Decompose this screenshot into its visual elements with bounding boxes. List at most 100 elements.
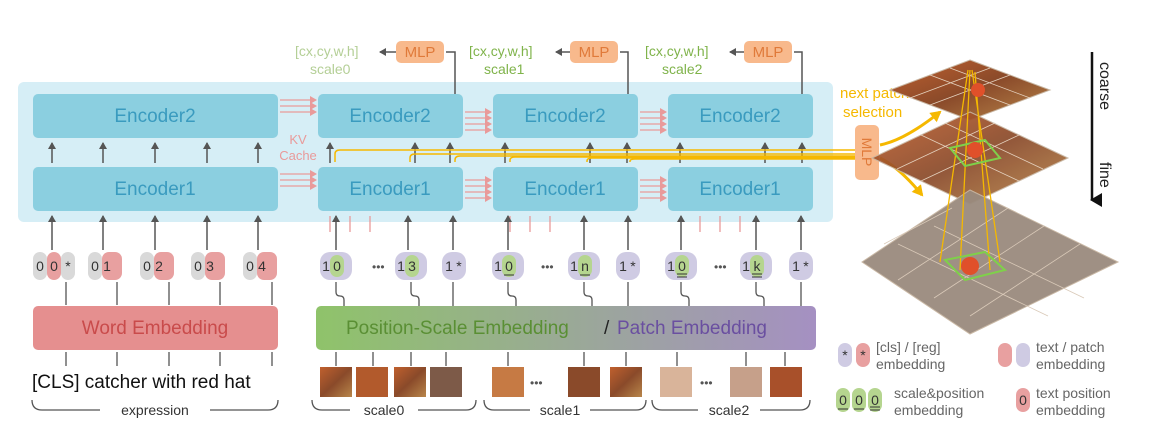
svg-text:1: 1: [619, 258, 627, 274]
next-patch-label-2: selection: [843, 104, 902, 121]
encoder1-box: [493, 167, 638, 211]
svg-text:1: 1: [397, 258, 405, 274]
svg-text:1: 1: [792, 258, 800, 274]
svg-text:0: 0: [839, 392, 847, 408]
encoder-stack-scale2: Encoder2 Encoder1: [668, 94, 813, 211]
svg-text:*: *: [803, 258, 809, 274]
mlp-label: MLP: [405, 44, 436, 61]
legend-text-patch-label-2: embedding: [1036, 356, 1105, 372]
encoder2-label: Encoder2: [114, 106, 195, 127]
svg-text:0: 0: [91, 258, 99, 274]
svg-text:*: *: [842, 347, 848, 363]
mlp-box: [744, 41, 792, 63]
ellipsis: •••: [530, 376, 543, 390]
legend-scale-position: 0 0 0 scale&position embedding: [836, 385, 984, 418]
encoder2-box: [668, 94, 813, 138]
legend: * * [cls] / [reg] embedding text / patch…: [836, 339, 1111, 418]
patch-token: 1 3: [395, 252, 427, 280]
svg-text:*: *: [65, 258, 71, 274]
coarse-label: coarse: [1096, 62, 1113, 110]
encoder1-box: [33, 167, 278, 211]
encoder1-label: Encoder1: [114, 179, 195, 200]
mlp-box: [570, 41, 618, 63]
patch-token: 1 *: [616, 252, 640, 280]
legend-text-patch: text / patch embedding: [998, 339, 1105, 372]
encoder1-label: Encoder1: [349, 179, 430, 200]
svg-text:k: k: [754, 258, 762, 274]
pos-scale-embedding-label: Position-Scale Embedding: [346, 318, 569, 339]
legend-cls-reg-label-2: embedding: [876, 356, 945, 372]
encoder-connect-arrows: [48, 142, 806, 163]
head-scale0: [cx,cy,w,h] scale0 MLP: [295, 41, 456, 94]
svg-text:*: *: [860, 347, 866, 363]
text-token: 0 2: [140, 252, 174, 280]
svg-text:0: 0: [246, 258, 254, 274]
svg-text:3: 3: [408, 258, 416, 274]
svg-text:1: 1: [742, 258, 750, 274]
word-embedding-box: [33, 306, 278, 350]
patch-token: 1 *: [789, 252, 813, 280]
legend-text-patch-label: text / patch: [1036, 339, 1104, 355]
cache-label: Cache: [279, 148, 317, 163]
svg-text:2: 2: [155, 258, 163, 274]
text-tokens: 0 0 * 0 1 0 2 0 3 0 4: [33, 252, 277, 280]
text-token: 0 0 *: [33, 252, 75, 280]
legend-scale-position-label-2: embedding: [894, 402, 963, 418]
encoder1-label: Encoder1: [524, 179, 605, 200]
svg-text:*: *: [630, 258, 636, 274]
svg-text:0: 0: [333, 258, 341, 274]
legend-text-position-label: text position: [1036, 385, 1111, 401]
next-patch-mlp-box: [855, 125, 879, 180]
image-patches: ••• •••: [320, 367, 802, 397]
scale-label: scale0: [310, 61, 351, 77]
image-patch: [430, 367, 462, 397]
ellipsis: •••: [541, 260, 554, 274]
svg-text:1: 1: [445, 258, 453, 274]
svg-text:0: 0: [50, 258, 58, 274]
bbox-output-label: [cx,cy,w,h]: [469, 43, 533, 59]
encoder2-label: Encoder2: [524, 106, 605, 127]
encoder-stack-expression: Encoder2 Encoder1: [33, 94, 278, 211]
svg-text:0: 0: [36, 258, 44, 274]
kv-cache-arrows: [280, 96, 741, 232]
pos-scale-patch-embedding-box: [316, 306, 816, 350]
fine-label: fine: [1096, 162, 1113, 188]
legend-text-position: 0 text position embedding: [1016, 385, 1111, 418]
legend-scale-position-label: scale&position: [894, 385, 984, 401]
svg-text:4: 4: [258, 258, 266, 274]
word-embedding-label: Word Embedding: [82, 318, 228, 339]
image-pyramid: [861, 59, 1120, 335]
encoder2-box: [493, 94, 638, 138]
kv-label: KV: [289, 132, 307, 147]
encoder-stack-scale1: Encoder2 Encoder1: [493, 94, 638, 211]
patch-token: 1 *: [442, 252, 466, 280]
svg-text:0: 0: [505, 258, 513, 274]
patch-token: 1 0: [492, 252, 524, 280]
encoder-stack-scale0: Encoder2 Encoder1: [318, 94, 463, 211]
patch-token: 1 0: [320, 252, 352, 280]
legend-text-position-label-2: embedding: [1036, 402, 1105, 418]
svg-text:1: 1: [322, 258, 330, 274]
svg-text:0: 0: [855, 392, 863, 408]
braces: [31, 399, 811, 411]
expression-brace-label: expression: [121, 402, 189, 418]
svg-text:1: 1: [103, 258, 111, 274]
image-patch: [492, 367, 524, 397]
scale1-brace-label: scale1: [540, 402, 581, 418]
input-connectors: [65, 352, 786, 366]
encoder1-label: Encoder1: [699, 179, 780, 200]
image-patch: [320, 367, 352, 397]
image-patch: [770, 367, 802, 397]
embedding-connectors: [65, 282, 802, 306]
text-token: 0 3: [191, 252, 225, 280]
image-patch: [660, 367, 692, 397]
encoder1-box: [668, 167, 813, 211]
scale-label: scale2: [662, 61, 703, 77]
encoder2-label: Encoder2: [349, 106, 430, 127]
mlp-label: MLP: [579, 44, 610, 61]
svg-text:1: 1: [494, 258, 502, 274]
patch-tokens: 1 0 ••• 1 3 1 * 1 0 ••• 1 n 1: [320, 252, 813, 280]
image-patch: [610, 367, 642, 397]
svg-text:1: 1: [570, 258, 578, 274]
patch-token: 1 0: [665, 252, 697, 280]
